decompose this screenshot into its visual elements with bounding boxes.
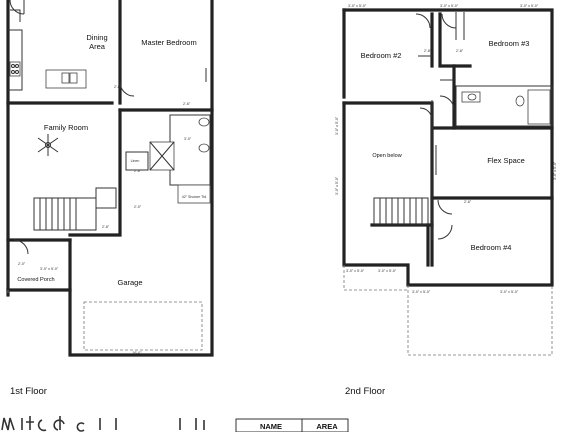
door-1: 2'-8" bbox=[424, 49, 432, 53]
dim-3: 2'-6" bbox=[183, 102, 191, 106]
first-floor-plan: Dining Area Master Bedroom Family Room G… bbox=[6, 0, 214, 357]
table-header-name: NAME bbox=[260, 422, 282, 431]
win-4: 3'-0" x 5'-0" bbox=[346, 269, 365, 273]
door-3: 2'-6" bbox=[464, 200, 472, 204]
signature-scribble bbox=[1, 416, 117, 432]
room-dining-line2: Area bbox=[89, 42, 106, 51]
win-5: 3'-0" x 5'-0" bbox=[378, 269, 397, 273]
area-table: NAME AREA bbox=[235, 418, 349, 432]
win-1: 3'-0" x 5'-0" bbox=[348, 4, 367, 8]
room-garage: Garage bbox=[117, 278, 142, 287]
dim-1: 2'-0" bbox=[18, 262, 26, 266]
floor-title-first: 1st Floor bbox=[10, 386, 47, 397]
room-flex-space: Flex Space bbox=[487, 156, 525, 165]
room-bedroom-4: Bedroom #4 bbox=[471, 243, 512, 252]
label-shower: 42" Shower Ttd bbox=[182, 195, 207, 199]
signature-tail bbox=[179, 418, 205, 430]
dim-2: 2'-8" bbox=[114, 85, 122, 89]
win-10: 3'-0" x 5'-0" bbox=[335, 176, 339, 195]
room-covered-porch: Covered Porch bbox=[17, 277, 54, 283]
door-2: 2'-8" bbox=[456, 49, 464, 53]
room-family-room: Family Room bbox=[44, 123, 88, 132]
dim-8: 3'-0" x 5'-0" bbox=[40, 267, 59, 271]
dim-9: 16'-0" bbox=[132, 351, 142, 355]
win-8: 3'-0" x 5'-0" bbox=[553, 161, 557, 180]
second-floor-plan: Bedroom #2 Bedroom #3 Open below Flex Sp… bbox=[335, 4, 557, 356]
dim-6: 2'-8" bbox=[102, 225, 110, 229]
room-master-bedroom: Master Bedroom bbox=[141, 38, 196, 47]
win-7: 3'-0" x 5'-0" bbox=[500, 290, 519, 294]
room-open-below: Open below bbox=[372, 153, 401, 159]
win-2: 3'-0" x 5'-0" bbox=[520, 4, 539, 8]
room-bedroom-2: Bedroom #2 bbox=[361, 51, 402, 60]
dim-5: 2'-6" bbox=[134, 169, 142, 173]
label-linen: Linen bbox=[131, 159, 140, 163]
floor-title-second: 2nd Floor bbox=[345, 386, 385, 397]
table-header-area: AREA bbox=[316, 422, 338, 431]
win-6: 3'-0" x 5'-0" bbox=[412, 290, 431, 294]
win-3: 3'-0" x 5'-0" bbox=[440, 4, 459, 8]
win-9: 3'-0" x 5'-0" bbox=[335, 116, 339, 135]
room-dining-line1: Dining bbox=[86, 33, 107, 42]
dim-4: 3'-0" bbox=[184, 137, 192, 141]
room-bedroom-3: Bedroom #3 bbox=[489, 39, 530, 48]
dim-7: 2'-0" bbox=[134, 205, 142, 209]
